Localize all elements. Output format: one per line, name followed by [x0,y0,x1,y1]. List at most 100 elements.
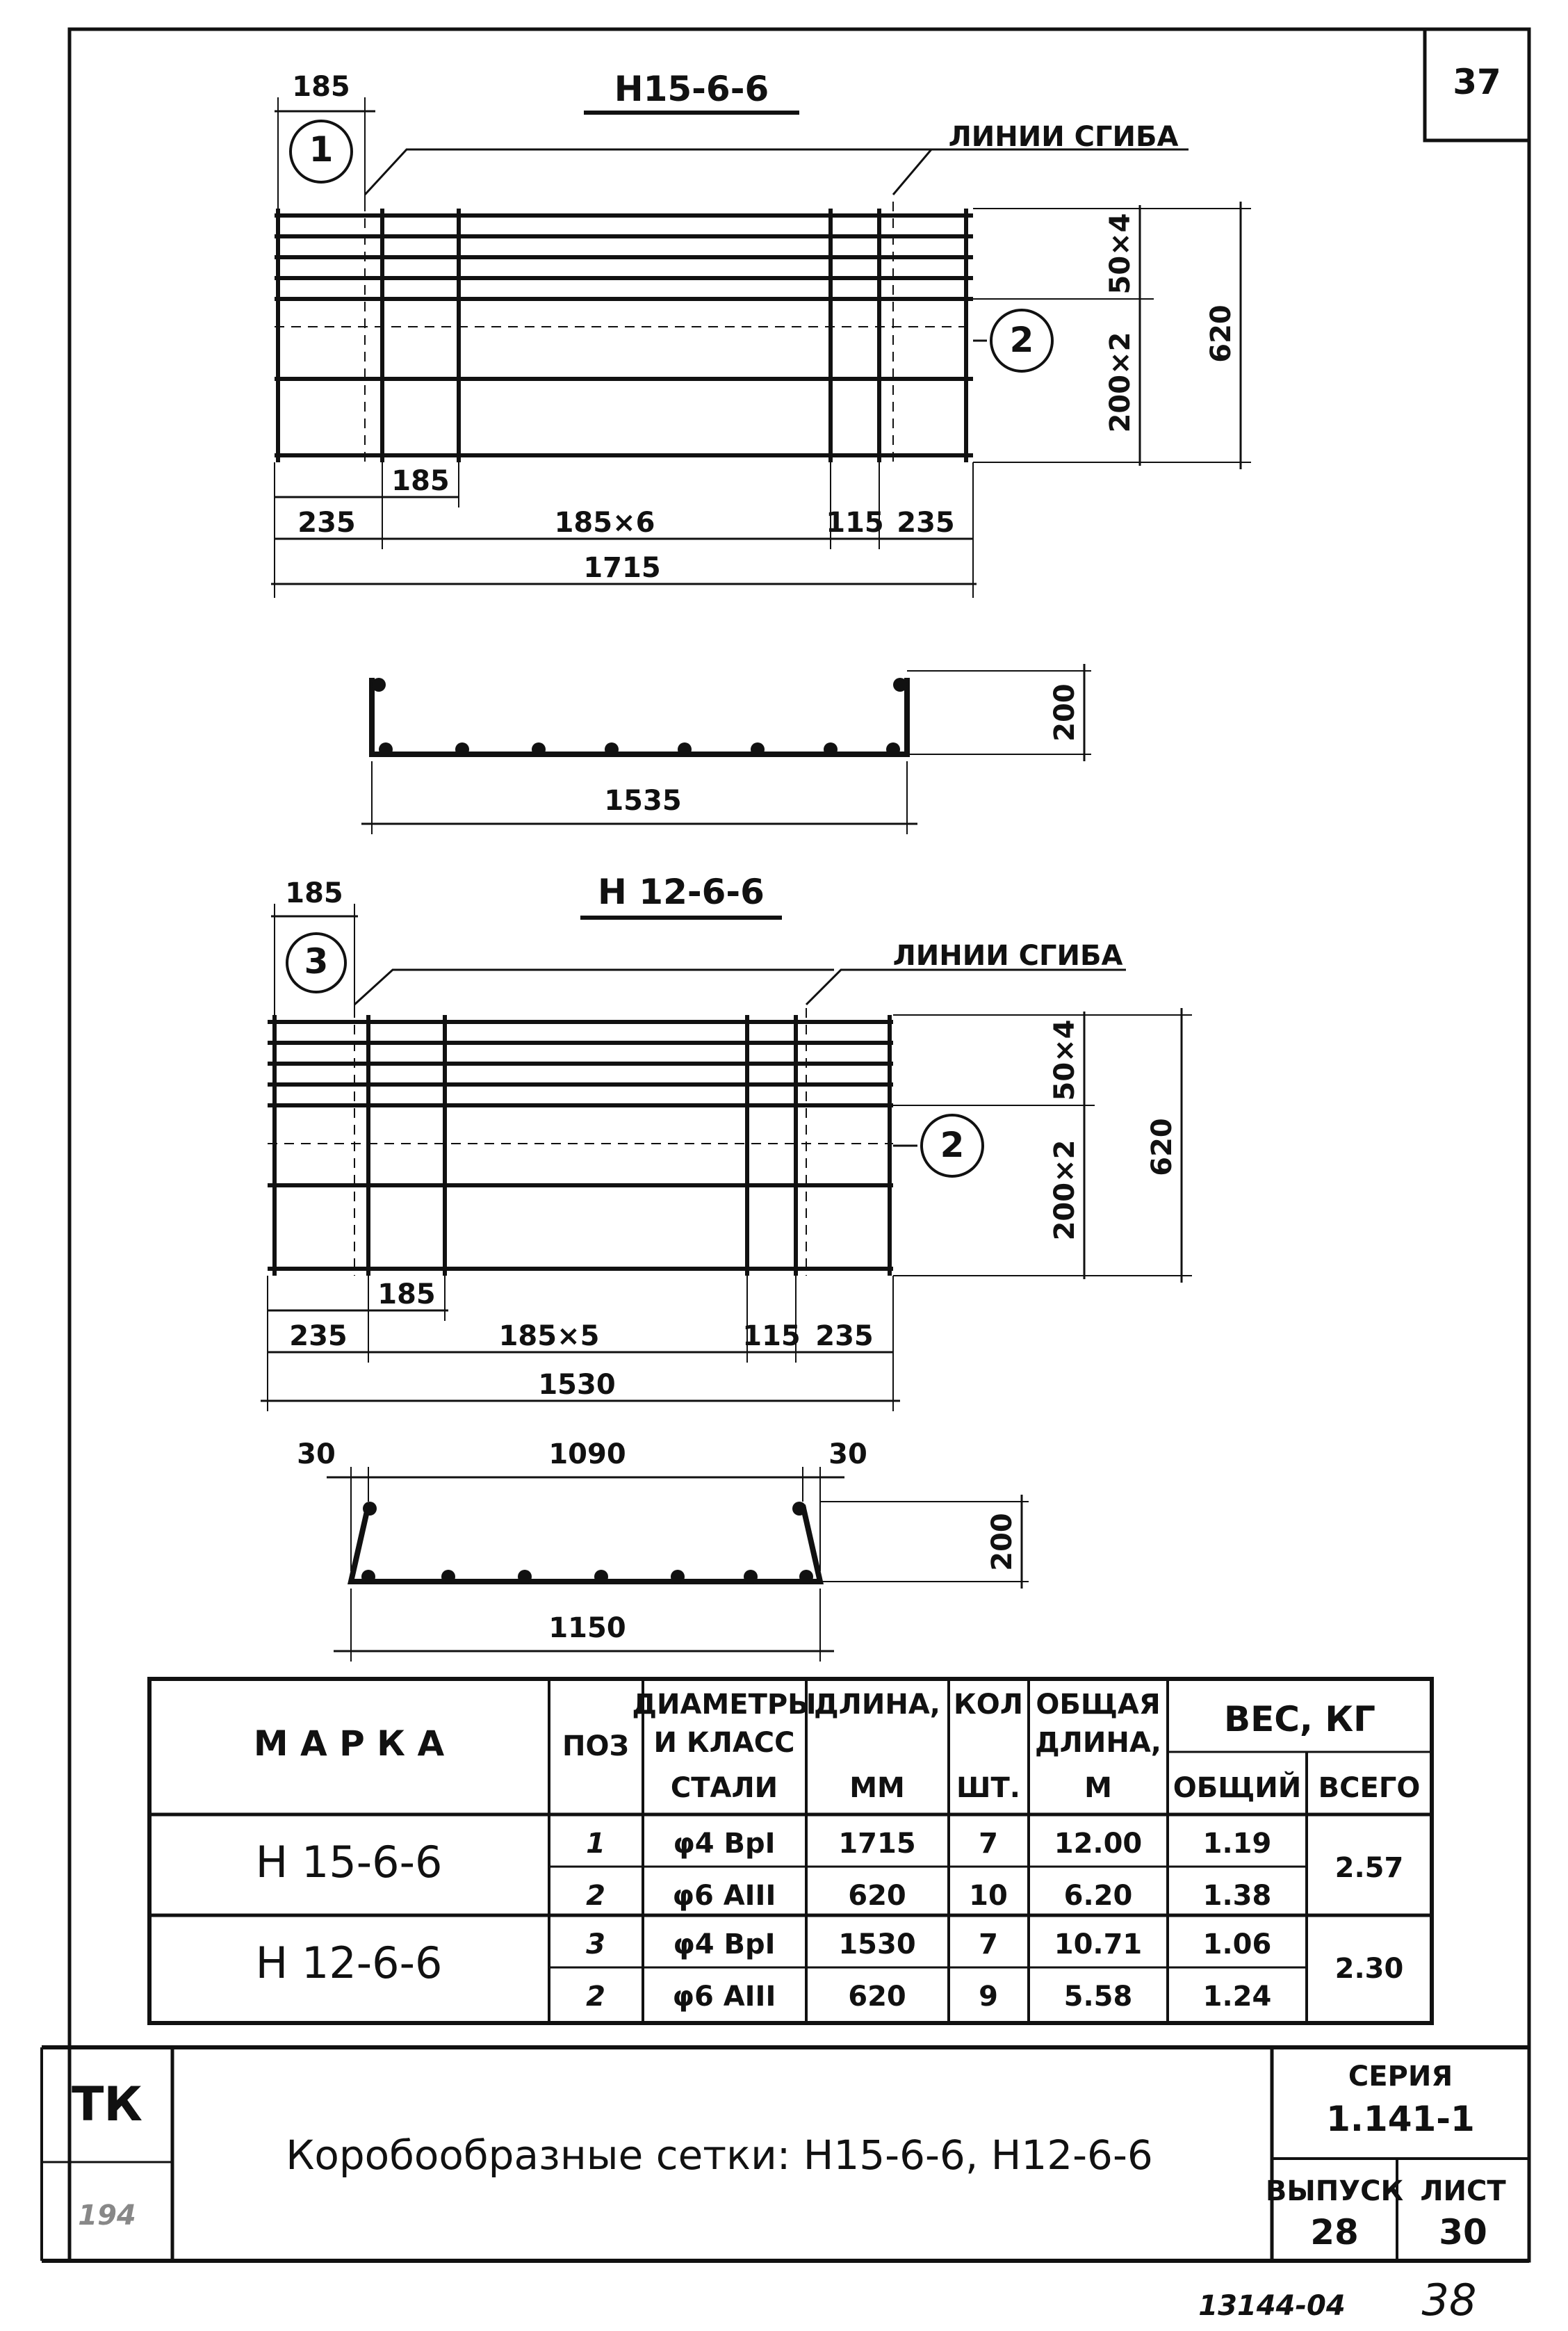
d2-section-profile [347,1504,824,1584]
issue-value: 28 [1310,2212,1359,2252]
d1-callout-1-text: 1 [309,129,334,170]
th-weight-total: ОБЩИЙ [1173,1771,1301,1804]
d2-section-dots [361,1502,813,1584]
d2-bar-dot [361,1570,375,1584]
cell-total-len: 10.71 [1054,1928,1143,1960]
d2-sec-height: 200 [986,1513,1018,1571]
d2-bend-leader [805,968,1126,1006]
drawing1-plan [271,97,1251,598]
d2-dim-total: 1530 [538,1369,615,1401]
d1-dim-right-a: 50×4 [1104,213,1136,294]
footer-number: 38 [1422,2275,1477,2325]
th-weight: ВЕС, КГ [1224,1699,1375,1739]
d1-bar-dot [379,742,393,756]
d2-sec-left: 30 [297,1438,336,1470]
d1-dim-b1: 185×6 [555,507,655,539]
series-value: 1.141-1 [1326,2099,1475,2139]
drawing2-plan [261,904,1192,1411]
d1-callout-2-text: 2 [1010,320,1034,360]
drawing1-section [361,664,1091,834]
d1-bar-dot [455,742,469,756]
th-length-1: ДЛИНА, [814,1689,940,1721]
d1-bar-dot [532,742,546,756]
d1-bend-label: ЛИНИИ СГИБА [949,121,1179,153]
th-qty-1: КОЛ [954,1689,1023,1721]
d2-dim-right-b: 200×2 [1049,1140,1081,1241]
table-border [147,1677,1434,2025]
cell-steel: φ4 ВрI [673,1928,775,1960]
th-marka: М А Р К А [254,1723,445,1764]
d1-dim-b3: 235 [897,507,955,539]
d1-sec-height: 200 [1049,683,1081,742]
d2-callout-2-text: 2 [940,1125,965,1165]
cell-weight-all: 2.57 [1335,1852,1404,1884]
d2-bar-dot [363,1502,377,1516]
th-diam-1: ДИАМЕТРЫ [632,1689,816,1721]
d2-bar-dot [441,1570,455,1584]
th-weight-all: ВСЕГО [1318,1772,1421,1804]
cell-weight: 1.38 [1203,1880,1272,1912]
cell-length: 620 [848,1880,906,1912]
sheet-label: ЛИСТ [1420,2175,1506,2207]
page-number-box [1423,27,1531,143]
d2-callout-2 [920,1114,984,1178]
d1-dim-top: 185 [292,71,350,103]
d2-sec-inner: 1090 [548,1438,626,1470]
d1-bar-dot [751,742,765,756]
cell-length: 1715 [838,1828,915,1860]
sheet-frame [67,27,1531,2263]
d1-section-dots [372,678,907,756]
d1-title: Н15-6-6 [614,69,769,109]
cell-total-len: 6.20 [1064,1880,1133,1912]
d1-callout-1 [289,120,353,184]
d2-bar-dot [671,1570,685,1584]
d1-bend-leader [892,148,1189,195]
cell-total-len: 5.58 [1064,1981,1133,2013]
cell-weight: 1.06 [1203,1928,1272,1960]
d1-bar-dot [886,742,900,756]
d2-sec-right: 30 [828,1438,867,1470]
d1-dim-total: 1715 [583,552,660,584]
d2-bend-leader [353,968,834,1006]
th-diam-3: СТАЛИ [671,1772,778,1804]
d1-dim-right-b: 200×2 [1104,332,1136,433]
series-label: СЕРИЯ [1348,2061,1453,2093]
th-length-2: ММ [849,1772,905,1804]
sheet-value: 30 [1439,2212,1487,2252]
cell-marka: Н 15-6-6 [256,1837,443,1887]
d2-bar-dot [799,1570,813,1584]
d1-bend-leader [364,148,931,196]
d2-bend-label: ЛИНИИ СГИБА [893,940,1123,972]
cell-marka: Н 12-6-6 [256,1938,443,1988]
d1-bar-dot [372,678,386,692]
cell-total-len: 12.00 [1054,1828,1143,1860]
d1-dim-second: 185 [391,465,450,497]
d2-dim-b2: 115 [742,1320,801,1352]
th-poz: ПОЗ [562,1730,629,1762]
d1-bar-dot [824,742,838,756]
tk-sub: 194 [78,2200,136,2232]
d1-callout-2 [990,309,1054,373]
d1-bar-dot [605,742,619,756]
d2-bar-dot [744,1570,758,1584]
d2-dim-top: 185 [285,877,343,909]
d2-dim-b0: 235 [289,1320,348,1352]
th-diam-2: И КЛАСС [654,1727,795,1759]
cell-qty: 7 [979,1928,998,1960]
th-total-len-1: ОБЩАЯ [1036,1689,1160,1721]
d1-dim-right-total: 620 [1205,304,1237,363]
cell-steel: φ6 АIII [673,1880,776,1912]
cell-steel: φ6 АIII [673,1981,776,2013]
d2-dim-b3: 235 [815,1320,874,1352]
cell-weight: 1.24 [1203,1981,1272,2013]
spec-table [147,1677,1434,2025]
sheet-title: Коробообразные сетки: Н15-6-6, Н12-6-6 [286,2131,1153,2179]
d1-dim-b2: 115 [826,507,884,539]
drawing2-section [327,1467,1029,1662]
cell-weight-all: 2.30 [1335,1953,1404,1985]
cell-qty: 7 [979,1828,998,1860]
d2-dim-right-total: 620 [1146,1118,1178,1176]
cell-poz: 2 [586,1880,605,1912]
cell-length: 1530 [838,1928,915,1960]
d1-bar-dot [893,678,907,692]
